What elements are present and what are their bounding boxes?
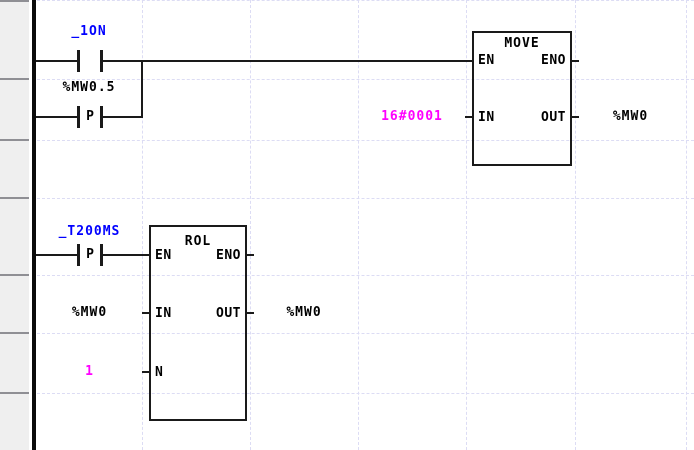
pin-in-label: IN [155, 306, 172, 321]
p-contact-symbol: P [86, 109, 94, 124]
pin-eno-label: ENO [216, 248, 241, 263]
no-contact-left-bar [77, 50, 80, 72]
p-contact-gap[interactable] [80, 106, 100, 128]
pin-en-label: EN [478, 53, 495, 68]
rung-number-gutter [0, 0, 29, 450]
grid-vline [358, 0, 359, 450]
p-contact-left-bar [77, 106, 80, 128]
operand-in-literal[interactable]: 16#0001 [381, 109, 443, 124]
gutter-separator [0, 139, 29, 141]
pin-en-label: EN [155, 248, 172, 263]
grid-hline [37, 275, 694, 276]
grid-hline [37, 393, 694, 394]
out-stub [572, 116, 579, 118]
grid-vline [142, 0, 143, 450]
pin-n-label: N [155, 365, 164, 380]
rung1-main-wire [36, 60, 472, 62]
contact-label[interactable]: %MW0.5 [62, 80, 116, 95]
gutter-separator [0, 197, 29, 199]
p-contact-right-bar [100, 244, 103, 266]
eno-stub [572, 60, 579, 62]
grid-vline [575, 0, 576, 450]
block-title: ROL [184, 234, 212, 249]
no-contact-gap[interactable] [80, 50, 100, 72]
grid-vline [466, 0, 467, 450]
grid-vline [686, 0, 687, 450]
grid-vline [250, 0, 251, 450]
in-stub [465, 116, 472, 118]
out-stub [247, 312, 254, 314]
grid-hline [37, 0, 694, 1]
grid-hline [37, 79, 694, 80]
pin-out-label: OUT [541, 110, 566, 125]
gutter-separator [0, 78, 29, 80]
eno-stub [247, 254, 254, 256]
gutter-separator [0, 332, 29, 334]
in-stub [142, 312, 149, 314]
operand-out[interactable]: %MW0 [286, 305, 322, 320]
p-contact-left-bar [77, 244, 80, 266]
power-rail [32, 0, 36, 450]
n-stub [142, 371, 149, 373]
block-title: MOVE [504, 36, 540, 51]
p-contact-gap[interactable] [80, 244, 100, 266]
operand-in[interactable]: %MW0 [71, 305, 108, 320]
no-contact-right-bar [100, 50, 103, 72]
pin-out-label: OUT [216, 306, 241, 321]
operand-out[interactable]: %MW0 [612, 109, 649, 124]
gutter-separator [0, 0, 29, 2]
move-function-block[interactable]: MOVE EN ENO IN OUT [472, 31, 572, 166]
gutter-separator [0, 392, 29, 394]
grid-hline [37, 198, 694, 199]
rol-function-block[interactable]: ROL EN ENO IN OUT N [149, 225, 247, 421]
contact-label[interactable]: _1ON [71, 24, 107, 39]
pin-eno-label: ENO [541, 53, 566, 68]
gutter-separator [0, 274, 29, 276]
rung1-branch-vertical [141, 60, 143, 118]
p-contact-symbol: P [86, 247, 94, 262]
grid-hline [37, 333, 694, 334]
operand-n-literal[interactable]: 1 [85, 364, 94, 379]
contact-label[interactable]: _T200MS [58, 224, 121, 239]
grid-hline [37, 140, 694, 141]
p-contact-right-bar [100, 106, 103, 128]
pin-in-label: IN [478, 110, 495, 125]
